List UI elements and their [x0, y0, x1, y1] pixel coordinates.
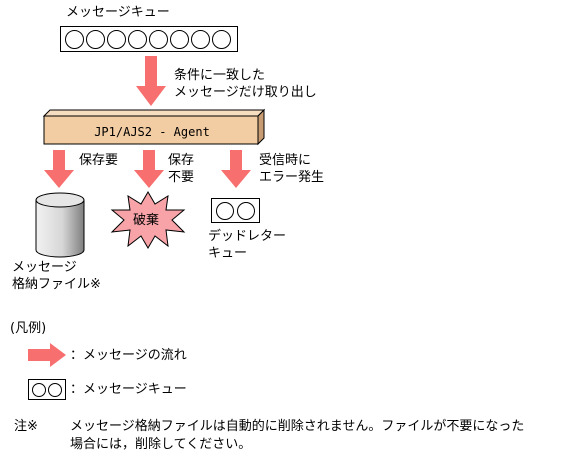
- queue-message-circle: [86, 30, 105, 49]
- condition-label-line1: 条件に一致した: [174, 68, 266, 83]
- queue-message-circle: [32, 383, 46, 397]
- retrieve-arrow: [136, 56, 166, 106]
- deadletter-label-line1: デッドレター: [208, 229, 287, 244]
- legend-flow-label: ：メッセージの流れ: [70, 348, 187, 363]
- branch-error-label-line2: エラー発生: [259, 170, 325, 185]
- top-queue-label: メッセージキュー: [66, 5, 170, 20]
- condition-label-line2: メッセージだけ取り出し: [174, 85, 317, 100]
- agent-box: [42, 108, 266, 146]
- discard-arrow: [134, 150, 164, 188]
- queue-message-circle: [107, 30, 126, 49]
- queue-message-circle: [149, 30, 168, 49]
- branch-nosave-label-line1: 保存: [168, 153, 195, 168]
- error-arrow: [221, 150, 251, 188]
- agent-label: JP1/AJS2 - Agent: [94, 125, 210, 139]
- deadletter-label-line2: キュー: [208, 246, 248, 261]
- queue-message-circle: [237, 202, 255, 220]
- queue-message-circle: [128, 30, 147, 49]
- discard-label: 破棄: [133, 213, 160, 228]
- storage-label-line1: メッセージ: [12, 260, 77, 275]
- deadletter-queue: [211, 198, 260, 223]
- note-mark: 注※: [14, 419, 38, 434]
- queue-message-circle: [170, 30, 189, 49]
- branch-nosave-label-line2: 不要: [168, 170, 195, 185]
- queue-message-circle: [65, 30, 84, 49]
- legend-queue-icon: [28, 379, 66, 400]
- queue-message-circle: [191, 30, 210, 49]
- save-arrow: [44, 150, 74, 188]
- note-line2: 場合には，削除してください。: [70, 437, 252, 452]
- queue-message-circle: [48, 383, 62, 397]
- top-message-queue: [60, 26, 238, 52]
- branch-error-label-line1: 受信時に: [259, 153, 312, 168]
- storage-file-icon: [35, 192, 85, 258]
- storage-label-line2: 格納ファイル※: [12, 277, 101, 292]
- legend-title: (凡例): [10, 321, 47, 336]
- queue-message-circle: [212, 30, 231, 49]
- branch-save-label: 保存要: [79, 153, 119, 168]
- note-line1: メッセージ格納ファイルは自動的に削除されません。ファイルが不要になった: [70, 419, 525, 434]
- queue-message-circle: [216, 202, 234, 220]
- legend-flow-arrow: [28, 343, 66, 367]
- legend-queue-label: ：メッセージキュー: [70, 382, 187, 397]
- discard-burst-icon: [110, 191, 186, 249]
